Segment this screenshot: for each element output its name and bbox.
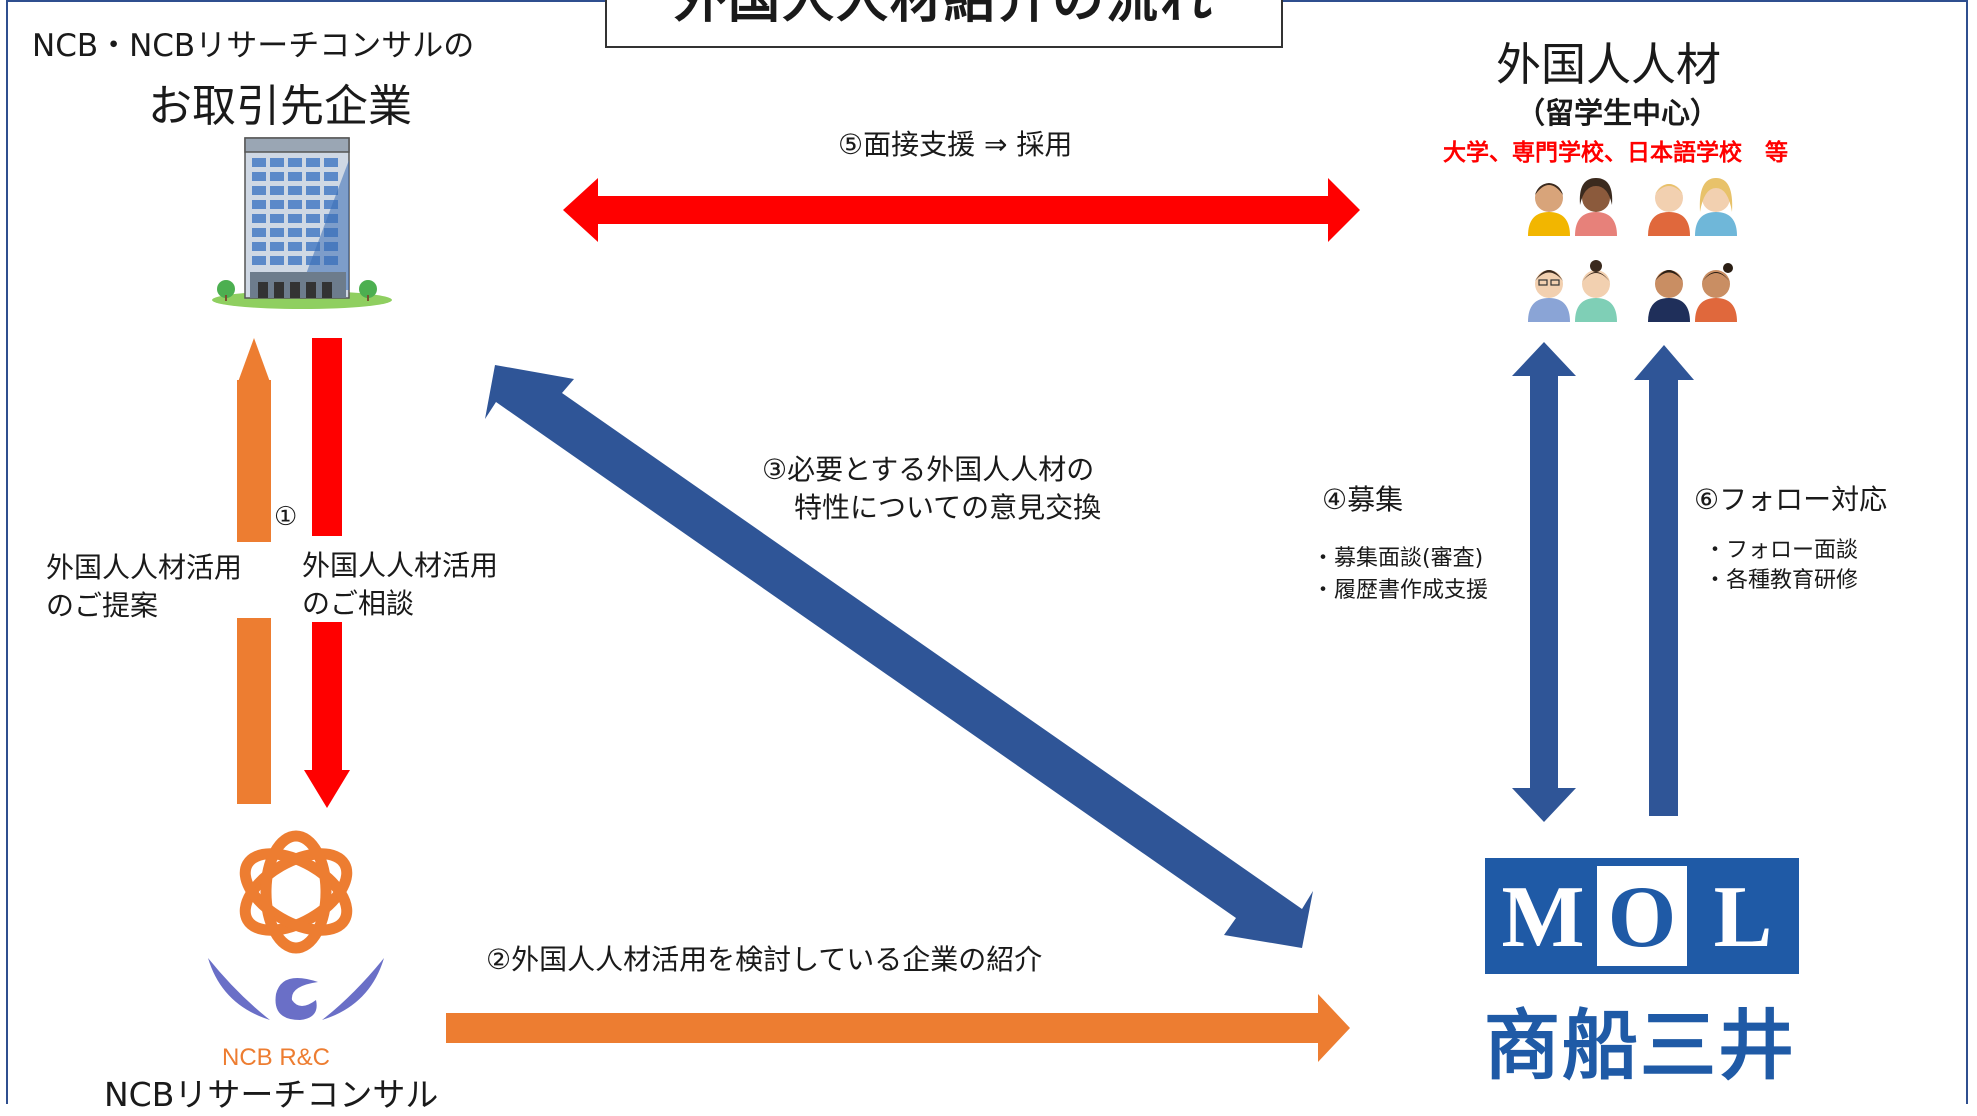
title-box: 外国人人材紹介の流れ	[605, 0, 1283, 48]
consultation-line1: 外国人人材活用	[302, 549, 499, 582]
ncb-logo-icon	[208, 830, 384, 1020]
step5-label: ⑤面接支援 ⇒ 採用	[838, 128, 1073, 161]
mol-logo-icon	[1485, 858, 1799, 974]
client-line1: NCB・NCBリサーチコンサルの	[32, 28, 475, 64]
mol-letter-m: M	[1501, 869, 1585, 966]
step6-arrow	[1634, 345, 1694, 816]
step1-marker: ①	[274, 502, 298, 532]
office-building-icon	[212, 137, 392, 309]
step3-line1: ③必要とする外国人人材の	[762, 453, 1095, 486]
step2-label: ②外国人人材活用を検討している企業の紹介	[486, 943, 1043, 976]
step6-title: ⑥フォロー対応	[1694, 483, 1888, 516]
step4-item2: ・履歴書作成支援	[1312, 578, 1489, 603]
proposal-line1: 外国人人材活用	[46, 551, 243, 584]
step5-arrow	[563, 178, 1360, 242]
step6-item1: ・フォロー面談	[1704, 538, 1859, 563]
mol-name: 商船三井	[1484, 1001, 1796, 1090]
consultation-line2: のご相談	[302, 587, 415, 620]
talent-title: 外国人人材	[1496, 38, 1722, 91]
ncb-name: NCBリサーチコンサル	[104, 1075, 439, 1114]
step2-arrow	[446, 994, 1350, 1062]
proposal-arrow	[237, 338, 271, 804]
step4-title: ④募集	[1322, 483, 1404, 516]
mol-letter-l: L	[1713, 869, 1773, 966]
step6-item2: ・各種教育研修	[1704, 568, 1859, 593]
ncb-logo-text: NCB R&C	[222, 1044, 331, 1071]
step4-arrow	[1512, 342, 1576, 822]
consultation-arrow	[304, 338, 350, 808]
step3-line2: 特性についての意見交換	[794, 491, 1102, 524]
mol-letter-o: O	[1607, 869, 1677, 966]
client-line2: お取引先企業	[148, 81, 412, 132]
talent-subtitle: （留学生中心）	[1516, 96, 1720, 130]
proposal-line2: のご提案	[46, 589, 159, 622]
people-group-icon	[1528, 178, 1737, 322]
page-title: 外国人人材紹介の流れ	[673, 0, 1214, 30]
talent-sources: 大学、専門学校、日本語学校 等	[1443, 140, 1788, 166]
step3-arrow	[485, 365, 1313, 948]
step4-item1: ・募集面談(審査)	[1312, 546, 1484, 571]
